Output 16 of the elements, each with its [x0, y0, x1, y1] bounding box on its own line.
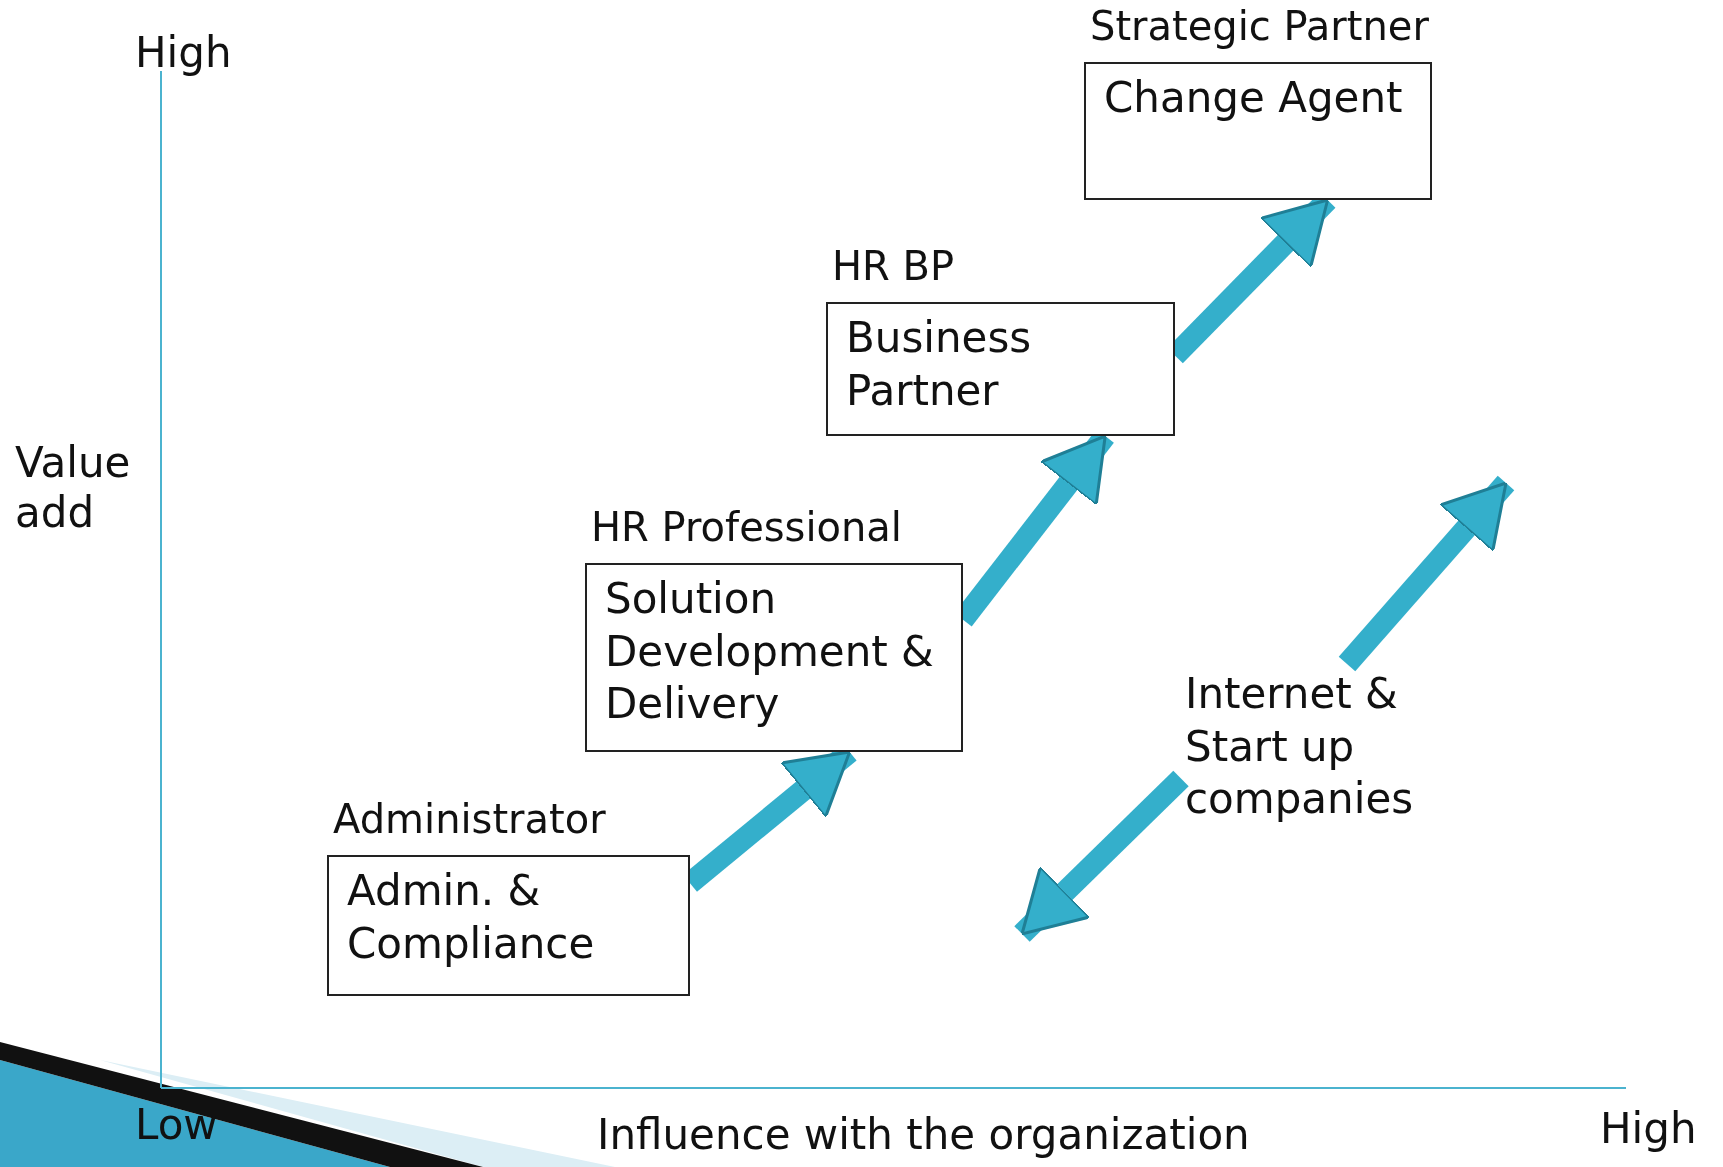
role-heading: Administrator	[333, 797, 606, 841]
block-arrow	[1014, 770, 1189, 942]
role-box: Change Agent	[1084, 62, 1432, 200]
role-heading: HR Professional	[591, 505, 902, 549]
role-heading: Strategic Partner	[1090, 4, 1429, 48]
axis-label: Influence with the organization	[597, 1110, 1250, 1161]
axis-label: High	[135, 28, 232, 79]
role-heading: HR BP	[832, 244, 955, 288]
note-text: Internet & Start up companies	[1185, 668, 1455, 838]
block-arrow	[1338, 475, 1515, 672]
axis-label: High	[1600, 1104, 1697, 1155]
role-box: Admin. & Compliance	[327, 855, 690, 996]
role-box: Solution Development & Delivery	[585, 563, 963, 752]
axis-label: Low	[135, 1100, 218, 1151]
role-box: Business Partner	[826, 302, 1175, 436]
axis-label: Value add	[15, 438, 132, 539]
